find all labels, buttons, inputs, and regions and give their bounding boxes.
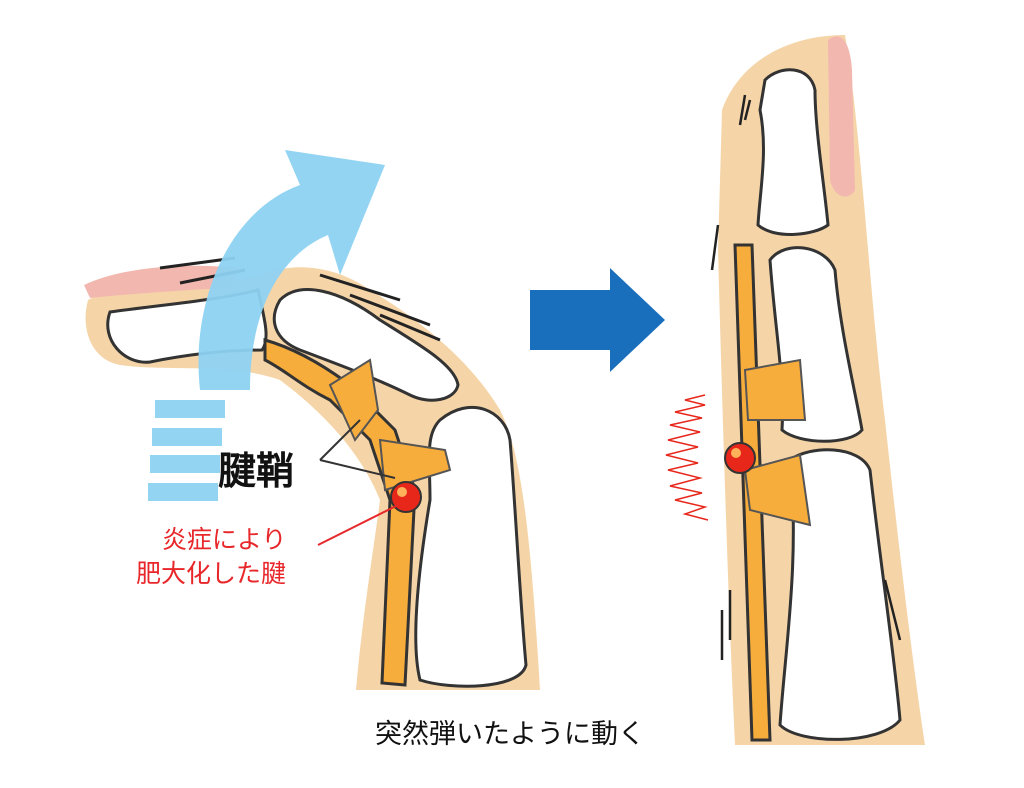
proximal-bone	[414, 405, 528, 688]
straight-distal-bone	[756, 68, 830, 236]
motion-lines	[159, 256, 441, 342]
straight-sheath-proximal	[743, 453, 812, 527]
tendon-sheath-proximal	[378, 438, 452, 492]
sheath-pointer-lines	[319, 419, 396, 479]
bent-finger-nail	[84, 265, 240, 298]
nodule-highlight	[397, 487, 407, 497]
inflamed-tendon-label-line2: 肥大化した腱	[136, 559, 287, 588]
straight-sheath-distal	[743, 358, 807, 421]
tendon-sheath-distal	[328, 358, 380, 442]
straight-motion-lines	[710, 94, 902, 660]
transition-arrow	[530, 268, 665, 372]
straight-finger-nail	[828, 36, 855, 197]
straight-nodule-highlight	[731, 448, 741, 458]
straight-nodule	[724, 442, 756, 474]
caption: 突然弾いたように動く	[375, 719, 645, 750]
bent-finger	[84, 256, 540, 690]
snap-burst	[665, 394, 709, 521]
tendon-sheath-label: 腱鞘	[218, 449, 295, 493]
straight-finger	[665, 35, 925, 745]
bent-finger-tendon	[263, 338, 417, 687]
inflamed-nodule	[390, 481, 422, 513]
inflamed-tendon-label-line1: 炎症により	[162, 525, 287, 554]
annotation-pointer	[317, 504, 399, 546]
middle-bone	[272, 288, 460, 402]
motion-arrow	[148, 150, 385, 501]
